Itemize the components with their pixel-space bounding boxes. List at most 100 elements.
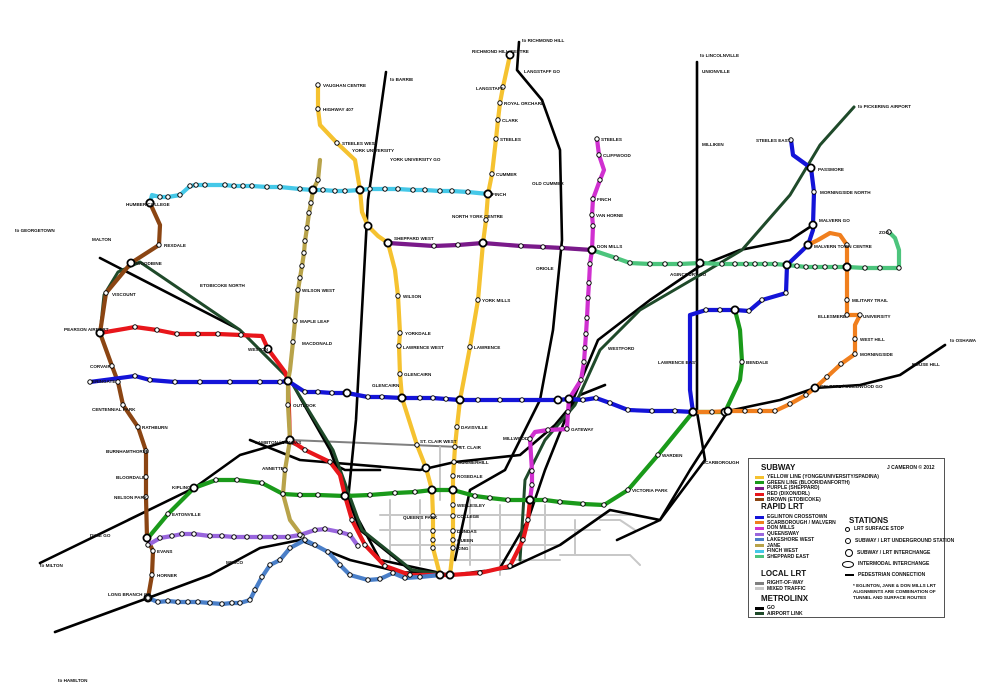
station-stop[interactable] bbox=[497, 397, 503, 403]
station-stop[interactable] bbox=[219, 601, 225, 607]
station-stop[interactable] bbox=[601, 502, 607, 508]
station-stop[interactable] bbox=[147, 377, 153, 383]
station-stop[interactable] bbox=[257, 379, 263, 385]
station-stop[interactable] bbox=[165, 598, 171, 604]
station-stop[interactable] bbox=[396, 343, 402, 349]
station-stop[interactable] bbox=[414, 442, 420, 448]
interchange-station[interactable] bbox=[723, 406, 733, 416]
station-stop[interactable] bbox=[450, 513, 456, 519]
station-stop[interactable] bbox=[886, 229, 892, 235]
interchange-station[interactable] bbox=[435, 570, 445, 580]
station-stop[interactable] bbox=[475, 397, 481, 403]
station-stop[interactable] bbox=[518, 243, 524, 249]
station-stop[interactable] bbox=[175, 599, 181, 605]
station-stop[interactable] bbox=[395, 186, 401, 192]
interchange-station[interactable] bbox=[263, 344, 273, 354]
station-stop[interactable] bbox=[195, 331, 201, 337]
station-stop[interactable] bbox=[627, 260, 633, 266]
station-stop[interactable] bbox=[597, 177, 603, 183]
station-stop[interactable] bbox=[822, 264, 828, 270]
station-stop[interactable] bbox=[472, 493, 478, 499]
station-stop[interactable] bbox=[277, 379, 283, 385]
station-stop[interactable] bbox=[477, 570, 483, 576]
station-stop[interactable] bbox=[219, 533, 225, 539]
interchange-station[interactable] bbox=[95, 328, 105, 338]
station-stop[interactable] bbox=[584, 315, 590, 321]
interchange-station[interactable] bbox=[806, 163, 816, 173]
station-stop[interactable] bbox=[315, 177, 321, 183]
station-stop[interactable] bbox=[347, 572, 353, 578]
station-stop[interactable] bbox=[155, 599, 161, 605]
station-stop[interactable] bbox=[525, 517, 531, 523]
interchange-station[interactable] bbox=[421, 463, 431, 473]
station-stop[interactable] bbox=[430, 545, 436, 551]
station-stop[interactable] bbox=[578, 377, 584, 383]
interchange-station[interactable] bbox=[363, 221, 373, 231]
station-stop[interactable] bbox=[135, 424, 141, 430]
station-stop[interactable] bbox=[564, 426, 570, 432]
station-stop[interactable] bbox=[297, 492, 303, 498]
station-stop[interactable] bbox=[412, 489, 418, 495]
station-stop[interactable] bbox=[392, 490, 398, 496]
station-stop[interactable] bbox=[156, 242, 162, 248]
station-stop[interactable] bbox=[302, 537, 308, 543]
station-stop[interactable] bbox=[322, 526, 328, 532]
station-stop[interactable] bbox=[295, 287, 301, 293]
station-stop[interactable] bbox=[337, 562, 343, 568]
station-stop[interactable] bbox=[367, 186, 373, 192]
interchange-station[interactable] bbox=[478, 238, 488, 248]
station-stop[interactable] bbox=[475, 297, 481, 303]
station-stop[interactable] bbox=[529, 468, 535, 474]
station-stop[interactable] bbox=[312, 527, 318, 533]
station-stop[interactable] bbox=[844, 312, 850, 318]
station-stop[interactable] bbox=[329, 390, 335, 396]
station-stop[interactable] bbox=[149, 572, 155, 578]
station-stop[interactable] bbox=[520, 537, 526, 543]
station-stop[interactable] bbox=[580, 501, 586, 507]
interchange-station[interactable] bbox=[142, 533, 152, 543]
station-stop[interactable] bbox=[742, 408, 748, 414]
station-stop[interactable] bbox=[449, 188, 455, 194]
station-stop[interactable] bbox=[367, 492, 373, 498]
station-stop[interactable] bbox=[109, 363, 115, 369]
station-stop[interactable] bbox=[143, 494, 149, 500]
station-stop[interactable] bbox=[312, 542, 318, 548]
interchange-station[interactable] bbox=[342, 388, 352, 398]
station-stop[interactable] bbox=[852, 351, 858, 357]
interchange-station[interactable] bbox=[810, 383, 820, 393]
station-stop[interactable] bbox=[342, 188, 348, 194]
interchange-station[interactable] bbox=[553, 395, 563, 405]
station-stop[interactable] bbox=[290, 339, 296, 345]
station-stop[interactable] bbox=[585, 295, 591, 301]
station-stop[interactable] bbox=[489, 171, 495, 177]
station-stop[interactable] bbox=[495, 117, 501, 123]
interchange-station[interactable] bbox=[782, 260, 792, 270]
interchange-station[interactable] bbox=[842, 262, 852, 272]
station-stop[interactable] bbox=[431, 243, 437, 249]
station-stop[interactable] bbox=[397, 371, 403, 377]
station-stop[interactable] bbox=[757, 408, 763, 414]
station-stop[interactable] bbox=[772, 261, 778, 267]
station-stop[interactable] bbox=[877, 265, 883, 271]
station-stop[interactable] bbox=[207, 600, 213, 606]
station-stop[interactable] bbox=[759, 297, 765, 303]
station-stop[interactable] bbox=[794, 263, 800, 269]
station-stop[interactable] bbox=[282, 467, 288, 473]
interchange-station[interactable] bbox=[355, 185, 365, 195]
station-stop[interactable] bbox=[234, 477, 240, 483]
station-stop[interactable] bbox=[308, 200, 314, 206]
interchange-station[interactable] bbox=[145, 198, 155, 208]
station-stop[interactable] bbox=[302, 389, 308, 395]
station-stop[interactable] bbox=[838, 361, 844, 367]
station-stop[interactable] bbox=[379, 394, 385, 400]
interchange-station[interactable] bbox=[448, 485, 458, 495]
station-stop[interactable] bbox=[259, 480, 265, 486]
station-stop[interactable] bbox=[349, 517, 355, 523]
station-stop[interactable] bbox=[132, 324, 138, 330]
station-stop[interactable] bbox=[287, 545, 293, 551]
station-stop[interactable] bbox=[179, 531, 185, 537]
station-stop[interactable] bbox=[467, 344, 473, 350]
station-stop[interactable] bbox=[231, 183, 237, 189]
station-stop[interactable] bbox=[565, 409, 571, 415]
station-stop[interactable] bbox=[332, 188, 338, 194]
